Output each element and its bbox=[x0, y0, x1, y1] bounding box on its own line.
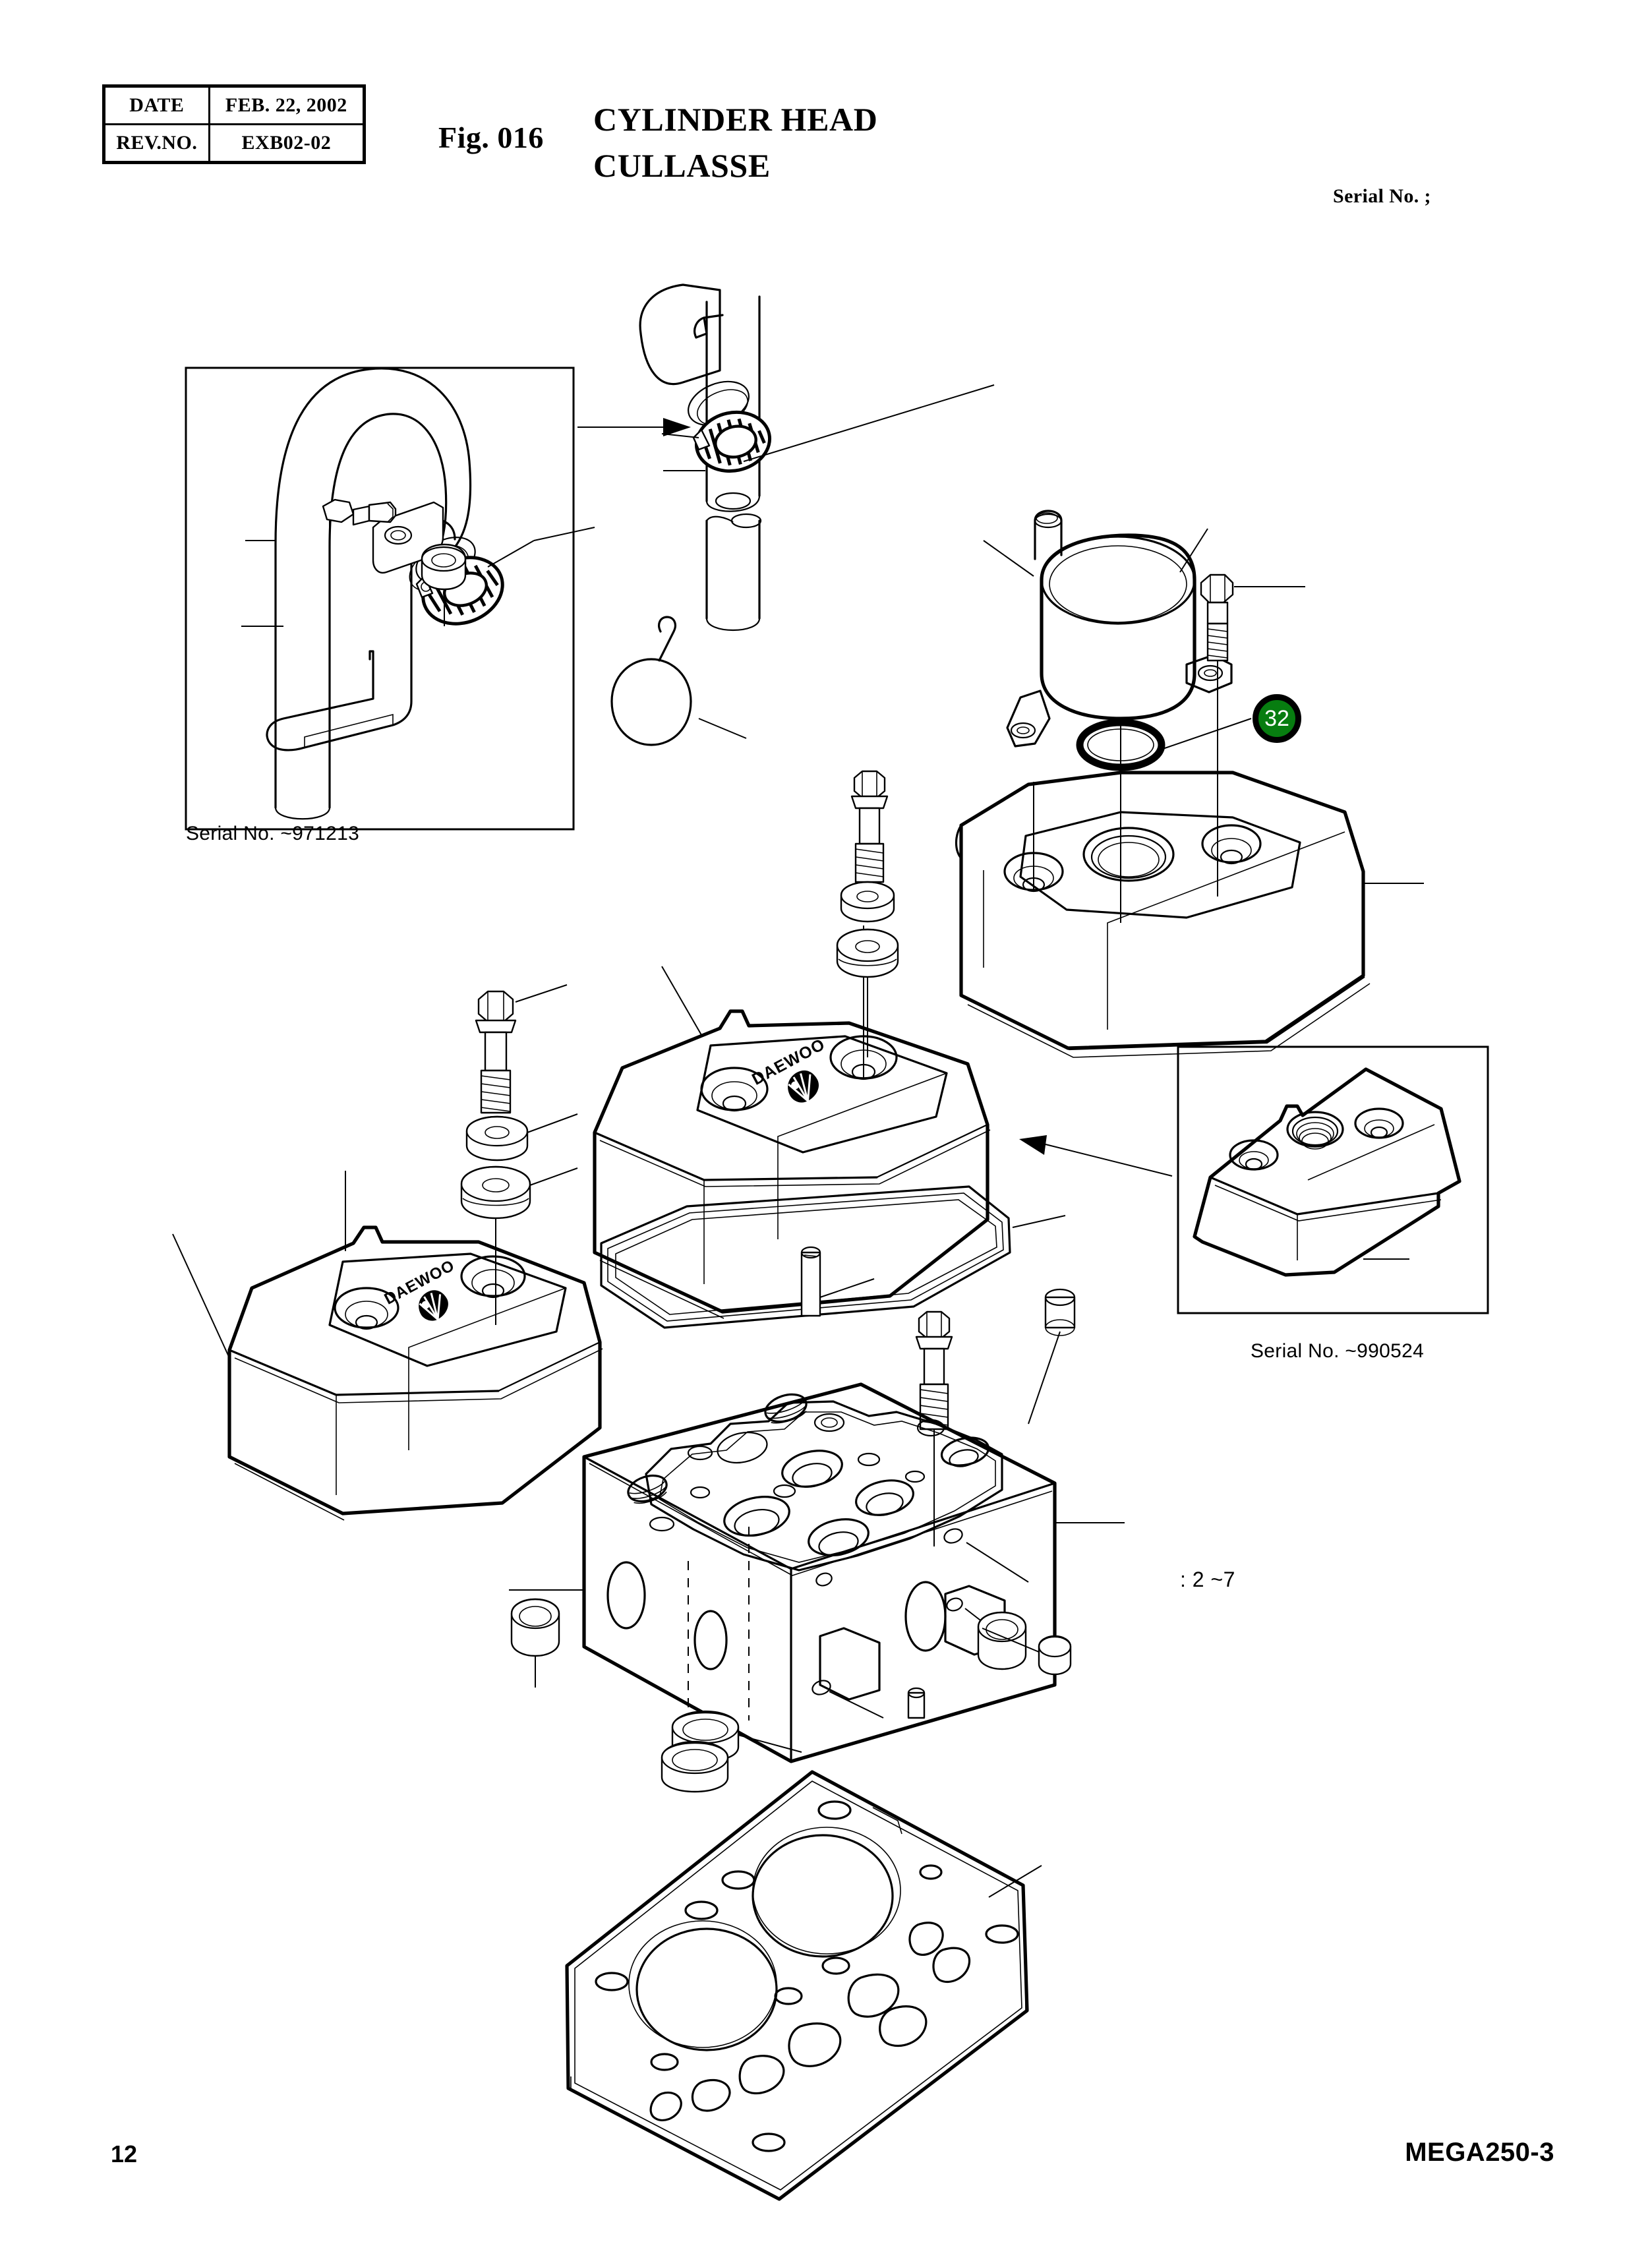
svg-text:DAEWOO: DAEWOO bbox=[382, 1256, 458, 1309]
dowel-pin bbox=[1044, 1288, 1076, 1336]
serial-no-note: Serial No. ; bbox=[1333, 185, 1431, 207]
cylinder-head-casting bbox=[582, 1382, 1057, 1763]
threaded-boss-a bbox=[764, 1393, 808, 1424]
plug-small-right bbox=[1038, 1635, 1072, 1676]
inset-caption-lower-right: Serial No. ~990524 bbox=[1251, 1340, 1425, 1362]
revno-value: EXB02-02 bbox=[208, 123, 366, 163]
washer-flat-center bbox=[840, 881, 895, 923]
cover-bolt-center bbox=[850, 770, 889, 883]
inset-caption-upper-left: Serial No. ~971213 bbox=[186, 823, 360, 844]
svg-text:DAEWOO: DAEWOO bbox=[749, 1035, 828, 1089]
seal-ring-bottom-b bbox=[661, 1740, 729, 1793]
page-title-en: CYLINDER HEAD bbox=[593, 101, 878, 138]
page-number: 12 bbox=[111, 2140, 138, 2167]
brand-emblem-daewoo: DAEWOO bbox=[749, 1035, 828, 1103]
table-row: DATE FEB. 22, 2002 bbox=[103, 85, 366, 125]
model-code: MEGA250-3 bbox=[1405, 2138, 1554, 2167]
threaded-boss-b bbox=[627, 1474, 668, 1504]
quantity-note: : 2 ~7 bbox=[1180, 1568, 1235, 1591]
figure-number: Fig. 016 bbox=[438, 121, 544, 154]
rocker-cover-center: DAEWOO bbox=[593, 1009, 991, 1319]
washer-seal-left bbox=[460, 1165, 531, 1220]
callout-badge-32[interactable]: 32 bbox=[1253, 694, 1301, 743]
head-bolt-right bbox=[915, 1310, 953, 1430]
core-plug-left bbox=[510, 1598, 560, 1657]
core-plug-right bbox=[977, 1611, 1027, 1670]
hose-clamp-pipe bbox=[692, 410, 772, 473]
bolt-inset bbox=[322, 498, 397, 526]
breather-pipe-assembly bbox=[639, 283, 995, 632]
filler-cap-bolt bbox=[1200, 574, 1234, 662]
washer-seal-center bbox=[836, 928, 899, 978]
page-title-fr: CULLASSE bbox=[593, 147, 771, 184]
revno-label: REV.NO. bbox=[103, 123, 210, 163]
rocker-cover-gasket bbox=[600, 1185, 1011, 1329]
locating-stud bbox=[800, 1246, 821, 1317]
rocker-cover-upper bbox=[955, 771, 1371, 1058]
callout-number: 32 bbox=[1264, 706, 1289, 731]
date-value: FEB. 22, 2002 bbox=[208, 85, 366, 125]
washer-flat-left bbox=[465, 1115, 529, 1162]
upper-left-inset bbox=[185, 367, 595, 831]
cylinder-head-gasket bbox=[565, 1770, 1029, 2201]
brand-emblem-daewoo-left: DAEWOO bbox=[382, 1256, 458, 1321]
cover-bolt-left bbox=[475, 990, 517, 1114]
oil-filler-cap-assembly bbox=[1006, 510, 1233, 748]
pin-small-center bbox=[907, 1687, 926, 1719]
lower-right-inset bbox=[1177, 1045, 1489, 1314]
arrow-left-icon bbox=[1019, 1135, 1173, 1177]
rocker-cover-left: DAEWOO bbox=[227, 1225, 603, 1521]
table-row: REV.NO. EXB02-02 bbox=[103, 123, 366, 163]
grommet-inset bbox=[421, 543, 467, 591]
filler-plug bbox=[610, 616, 692, 746]
seal-ring-bottom-a bbox=[671, 1710, 740, 1763]
hose-clamp-inset bbox=[415, 556, 504, 626]
date-label: DATE bbox=[103, 85, 210, 125]
o-ring-seal bbox=[1076, 719, 1165, 771]
header-info-table: DATE FEB. 22, 2002 REV.NO. EXB02-02 bbox=[102, 84, 366, 164]
arrow-right-icon bbox=[577, 418, 691, 436]
